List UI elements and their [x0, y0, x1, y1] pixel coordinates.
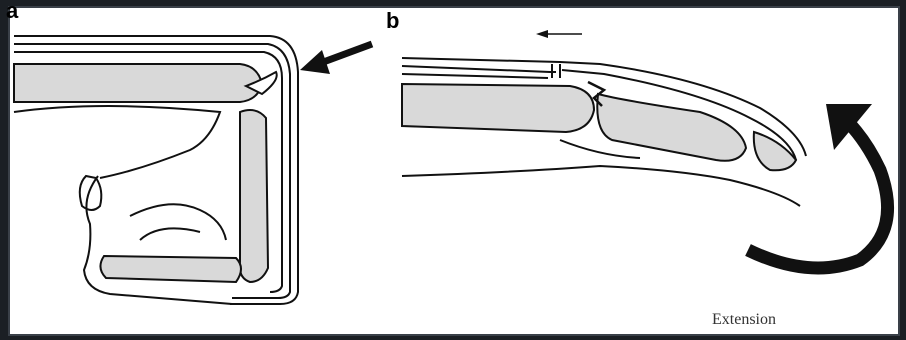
extension-caption: Extension [712, 311, 776, 329]
panel-label-b: b [386, 8, 399, 34]
distal-phalanx-b [597, 94, 746, 161]
proximal-phalanx-a [100, 256, 241, 282]
panel-label-a: a [6, 0, 18, 24]
middle-phalanx-b [402, 84, 594, 132]
fingertip-curl [80, 176, 102, 210]
panel-a-drawing [14, 36, 298, 304]
middle-phalanx-a [14, 64, 262, 102]
distal-phalanx-a [240, 110, 268, 282]
arrow-icon [300, 44, 372, 74]
tip-bone-b [754, 132, 796, 170]
panel-b-drawing [402, 30, 806, 206]
